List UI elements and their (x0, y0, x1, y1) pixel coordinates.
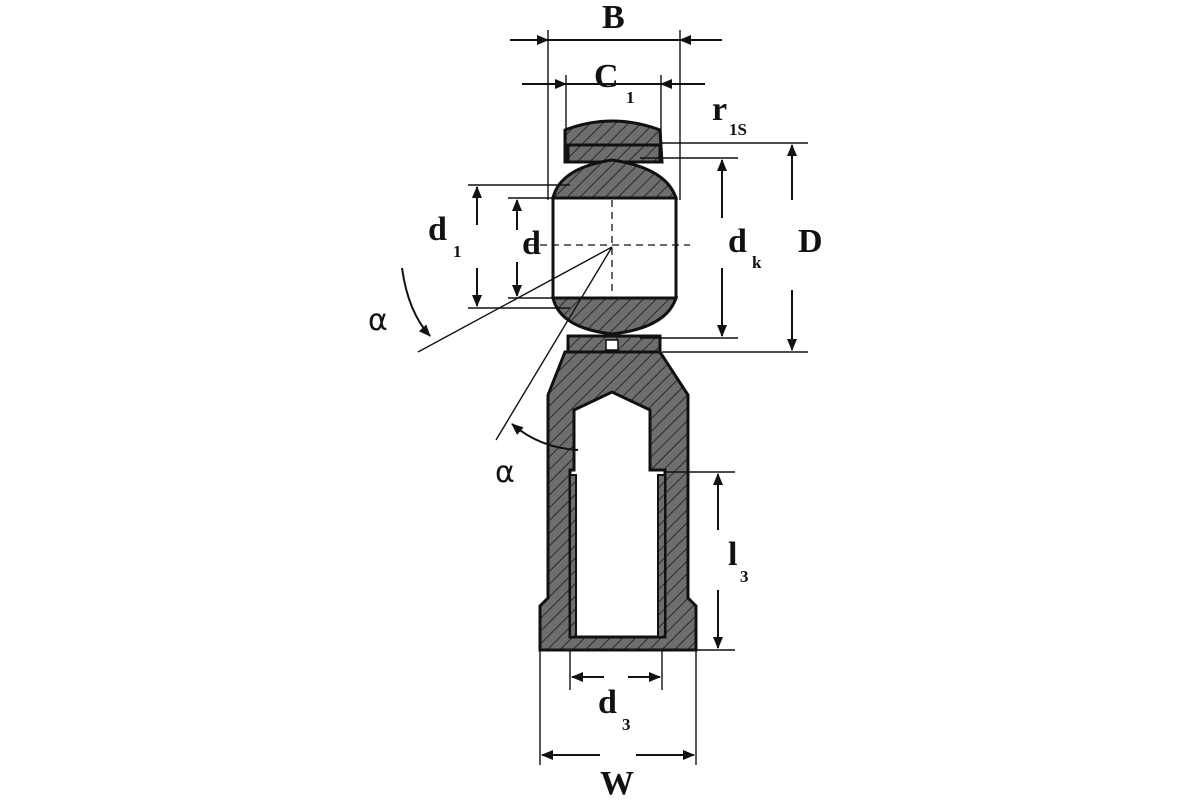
label-d: d (522, 225, 541, 262)
label-C1: C (594, 58, 619, 95)
label-dk-sub: k (752, 253, 762, 272)
thread-bottom-left (569, 474, 577, 638)
thread-bottom-right (657, 474, 666, 638)
label-dk: d (728, 223, 747, 260)
label-d3: d (598, 684, 617, 721)
tilt-line-bottom (495, 246, 613, 441)
label-alpha-left: α (368, 303, 388, 338)
alpha-arc-left (401, 267, 431, 337)
internal-thread-cavity (568, 390, 667, 639)
outer-race-top-section (566, 143, 662, 164)
label-C1-sub: 1 (626, 88, 635, 107)
label-d3-sub: 3 (622, 715, 631, 734)
tilt-line-left (417, 246, 613, 353)
label-r1S: r (712, 91, 727, 128)
label-l3: l (728, 536, 737, 573)
label-W: W (600, 765, 634, 800)
label-B: B (602, 0, 625, 36)
label-r1S-sub: 1S (729, 120, 747, 139)
bore (551, 196, 678, 300)
label-D: D (798, 223, 823, 260)
lube-hole (605, 339, 619, 351)
label-alpha-bottom: α (495, 455, 515, 490)
label-d1: d (428, 211, 447, 248)
inner-ring-bottom-section (551, 296, 679, 336)
alpha-arc-bottom (511, 423, 579, 451)
inner-ring-top-section (551, 158, 679, 200)
label-l3-sub: 3 (740, 567, 749, 586)
label-d1-sub: 1 (453, 242, 462, 261)
